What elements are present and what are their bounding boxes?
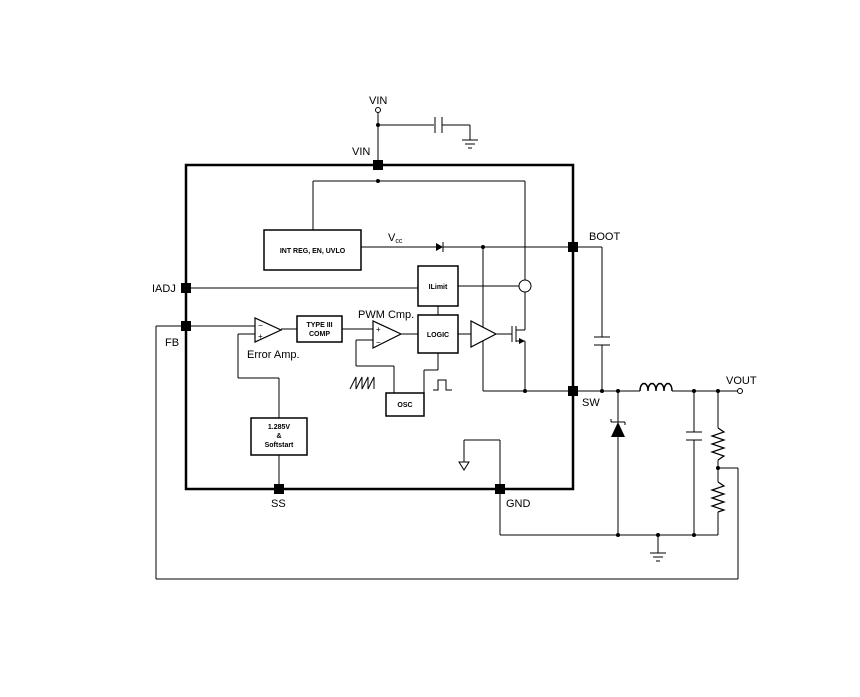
ref-label-line3: Softstart	[265, 442, 294, 449]
catch-diode-icon	[610, 419, 626, 437]
vin-input-network	[375, 107, 478, 165]
vin-terminal	[375, 107, 381, 113]
pwm-cmp-label: PWM Cmp.	[358, 309, 414, 321]
pin-sw	[568, 386, 578, 396]
vin-decoupling-capacitor	[434, 117, 443, 133]
osc-block: OSC	[385, 392, 425, 417]
pin-boot	[568, 242, 578, 252]
sw-pin-label: SW	[582, 397, 600, 409]
vcc-diode-icon	[436, 242, 444, 252]
vcc-label-sub: cc	[395, 238, 403, 245]
vout-label: VOUT	[726, 375, 757, 387]
vout-terminal	[737, 388, 743, 394]
type3-comp-block: TYPE III COMP	[296, 315, 343, 343]
boot-capacitor-icon	[594, 336, 610, 346]
pin-vin	[373, 160, 383, 170]
ilimit-label: ILimit	[429, 284, 448, 291]
fb-pin-label: FB	[165, 337, 179, 349]
gnd-pin-label: GND	[506, 498, 531, 510]
logic-label: LOGIC	[427, 332, 449, 339]
vin-top-label: VIN	[369, 95, 387, 107]
gate-driver-icon	[470, 320, 498, 348]
internal-ground-icon	[458, 461, 470, 471]
output-capacitor-icon	[686, 431, 702, 441]
int-reg-label: INT REG, EN, UVLO	[280, 248, 346, 255]
ss-pin-label: SS	[271, 498, 286, 510]
vin-pin-label: VIN	[352, 146, 370, 158]
divider-resistor-top-icon	[710, 427, 726, 461]
sawtooth-ramp-icon	[349, 376, 375, 390]
boot-pin-label: BOOT	[589, 231, 620, 243]
reference-softstart-block: 1.285V & Softstart	[250, 417, 308, 456]
ref-label-line1: 1.285V	[268, 424, 291, 431]
vcc-label: Vcc	[388, 232, 403, 245]
vcc-label-main: V	[388, 232, 396, 244]
internal-wiring	[186, 179, 573, 489]
output-ground-icon	[650, 552, 666, 562]
current-sense-icon	[518, 279, 532, 293]
pin-iadj	[181, 283, 191, 293]
pwm-comparator-icon: + −	[372, 320, 403, 349]
type3-label-line2: COMP	[309, 331, 330, 338]
logic-block: LOGIC	[417, 314, 459, 354]
external-wiring	[155, 246, 739, 580]
osc-label: OSC	[397, 402, 412, 409]
iadj-pin-label: IADJ	[152, 283, 176, 295]
error-amp-label: Error Amp.	[247, 349, 300, 361]
type3-label-line1: TYPE III	[306, 322, 332, 329]
divider-resistor-bottom-icon	[710, 481, 726, 513]
ref-label-line2: &	[276, 433, 281, 440]
pin-fb	[181, 321, 191, 331]
high-side-mosfet-icon	[511, 326, 525, 344]
pin-ss	[274, 484, 284, 494]
vin-ground-symbol	[462, 139, 478, 149]
pin-gnd	[495, 484, 505, 494]
error-amp-plus: +	[258, 332, 263, 341]
int-reg-block: INT REG, EN, UVLO	[263, 229, 362, 271]
pwm-cmp-minus: −	[376, 338, 381, 347]
error-amp-icon: − +	[254, 317, 283, 343]
pwm-cmp-plus: +	[376, 325, 381, 334]
ilimit-block: ILimit	[417, 265, 459, 307]
inductor-icon	[639, 382, 673, 392]
error-amp-minus: −	[258, 321, 263, 330]
clock-pulse-icon	[433, 379, 452, 391]
